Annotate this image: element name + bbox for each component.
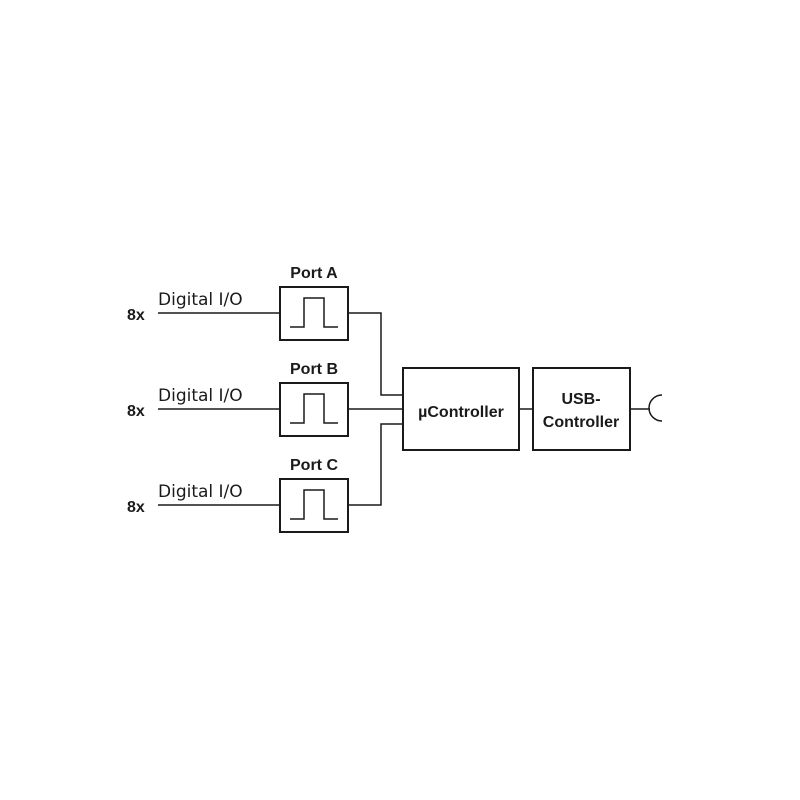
microcontroller-label: µController [418, 404, 504, 421]
port-c-bus-line [348, 423, 403, 506]
port-c-pulse-icon [290, 489, 338, 520]
microcontroller-group: µController [402, 367, 520, 451]
port-a-title: Port A [290, 265, 338, 282]
port-c-count: 8x [127, 499, 145, 516]
port-a-count: 8x [127, 307, 145, 324]
port-a-pulse-icon [290, 297, 338, 328]
port-b-count: 8x [127, 403, 145, 420]
port-a-signal-label: Digital I/O [158, 290, 243, 310]
port-a-group: Port A 8x Digital I/O [127, 265, 403, 396]
microcontroller-box [402, 367, 520, 451]
usb-controller-label-line2: Controller [543, 414, 619, 431]
port-b-box [279, 382, 349, 437]
port-c-signal-label: Digital I/O [158, 482, 243, 502]
port-c-title: Port C [290, 457, 338, 474]
usb-controller-box [532, 367, 631, 451]
usb-controller-group: USB- Controller [532, 367, 631, 451]
port-a-bus-line [348, 312, 403, 396]
port-b-signal-label: Digital I/O [158, 386, 243, 406]
port-b-group: Port B 8x Digital I/O [127, 361, 403, 437]
port-a-box [279, 286, 349, 341]
port-c-group: Port C 8x Digital I/O [127, 423, 403, 533]
port-b-title: Port B [290, 361, 338, 378]
usb-connector-icon [648, 394, 663, 422]
port-b-pulse-icon [290, 393, 338, 424]
port-c-box [279, 478, 349, 533]
usb-controller-label-line1: USB- [561, 391, 600, 408]
